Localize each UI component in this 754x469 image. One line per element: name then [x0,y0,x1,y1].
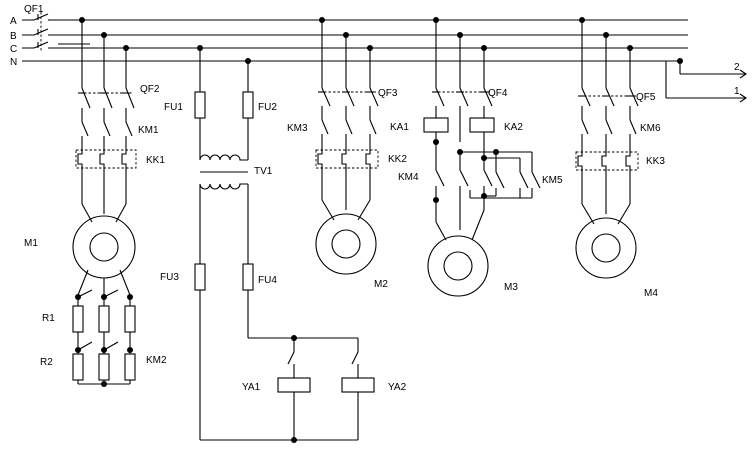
fuse-fu4 [242,263,254,291]
label-ya2: YA2 [388,382,407,393]
fuse-fu2 [242,91,254,119]
label-fu3: FU3 [160,272,179,283]
label-ka1: KA1 [390,122,409,133]
label-output-2: 2 [734,62,740,73]
label-output-1: 1 [734,86,740,97]
solenoid-ya2 [341,377,375,393]
label-qf4: QF4 [488,88,508,99]
resistor-r1b [98,305,110,333]
phase-label-c: C [10,44,17,55]
resistor-r2c [124,353,136,381]
label-m2: M2 [374,279,388,290]
label-m1: M1 [24,238,38,249]
label-km6: KM6 [640,123,661,134]
fuse-fu3 [194,263,206,291]
label-km3: KM3 [287,123,308,134]
label-tv1: TV1 [254,166,273,177]
label-qf1: QF1 [24,4,44,15]
label-qf5: QF5 [636,92,656,103]
label-m4: M4 [644,288,658,299]
branch-m3 [423,17,541,297]
phase-label-a: A [10,16,17,27]
label-kk3: KK3 [646,156,665,167]
relay-ka2 [469,117,495,133]
solenoid-ya1 [277,377,311,393]
label-qf2: QF2 [140,84,160,95]
transformer-tv1-secondary [199,183,248,190]
label-ka2: KA2 [504,122,523,133]
motor-m3 [427,235,489,297]
label-qf3: QF3 [378,88,398,99]
label-km5: KM5 [542,175,563,186]
label-r2: R2 [40,357,53,368]
phase-label-n: N [10,57,17,68]
label-m3: M3 [504,282,518,293]
branch-m2 [315,17,379,275]
busbar-group [22,12,747,103]
transformer-tv1-primary [199,154,248,161]
label-fu2: FU2 [258,102,277,113]
phase-label-b: B [10,31,17,42]
motor-m4 [575,217,637,279]
relay-ka1 [423,117,449,133]
label-r1: R1 [42,313,55,324]
label-kk1: KK1 [146,155,165,166]
motor-m2 [315,213,377,275]
branch-control [194,45,375,443]
resistor-r1c [124,305,136,333]
label-km1: KM1 [138,125,159,136]
labels: A B C N QF1 QF2 QF3 QF4 QF5 KM1 KM2 KM3 … [10,4,740,393]
label-km4: KM4 [398,172,419,183]
label-fu1: FU1 [164,102,183,113]
label-kk2: KK2 [388,154,407,165]
motor-m1 [72,215,136,279]
branch-m4 [575,17,639,279]
branch-m1 [72,17,137,387]
label-ya1: YA1 [242,382,261,393]
resistor-r1a [72,305,84,333]
resistor-r2b [98,353,110,381]
resistor-r2a [72,353,84,381]
fuse-fu1 [194,91,206,119]
label-km2: KM2 [146,355,167,366]
label-fu4: FU4 [258,275,277,286]
